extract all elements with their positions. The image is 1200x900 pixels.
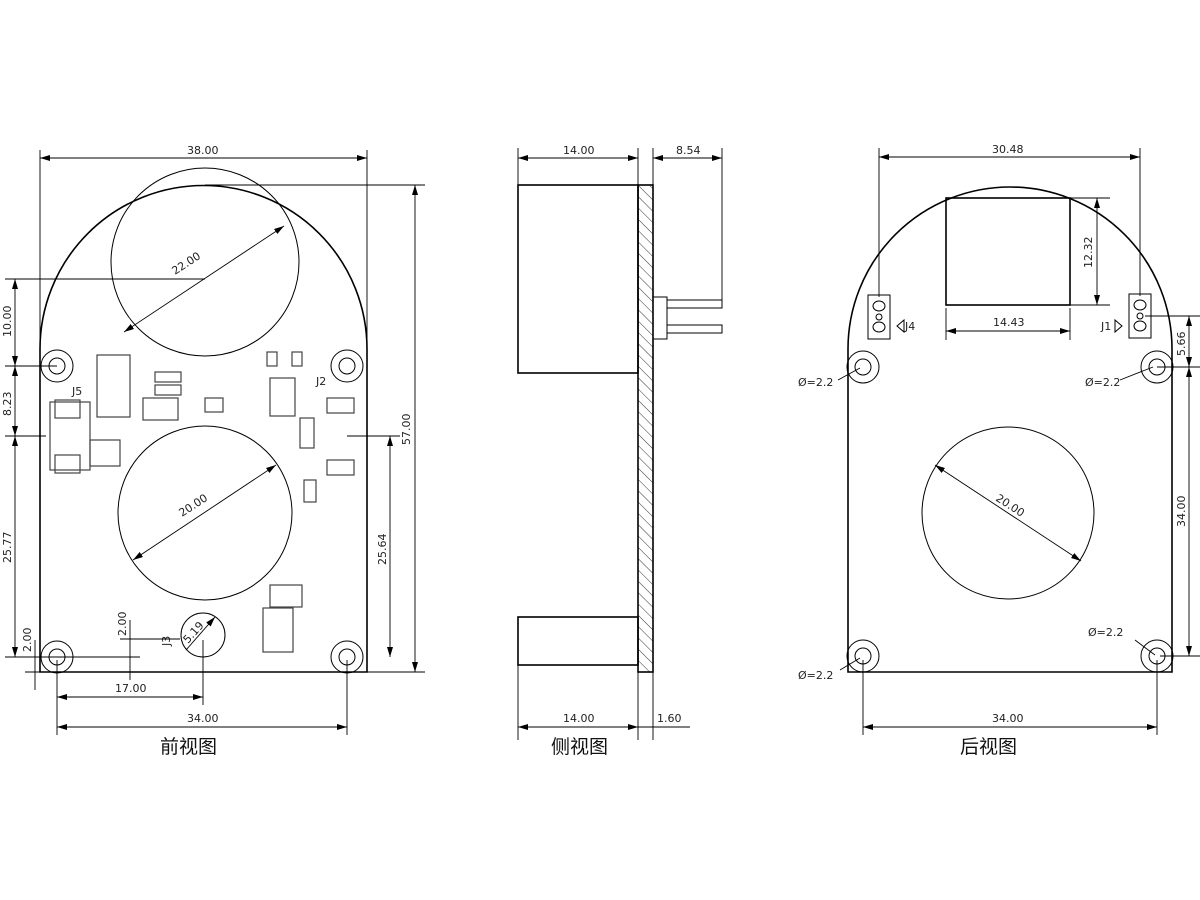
pcb-components — [49, 351, 355, 653]
dim-17: 17.00 — [115, 682, 147, 695]
label-j1: J1 — [1100, 320, 1111, 333]
side-board — [637, 184, 654, 673]
dim-side-bottom: 14.00 — [563, 712, 595, 725]
dim-dia22: 22.00 — [170, 249, 203, 277]
dim-back-top: 30.48 — [992, 143, 1024, 156]
front-view: J5 J2 J3 38.00 34.00 17.00 57.00 25.64 1… — [1, 144, 425, 758]
back-dimensions — [837, 148, 1200, 735]
dim-width: 38.00 — [187, 144, 219, 157]
label-j2: J2 — [315, 375, 326, 388]
hole-br-label: Ø=2.2 — [1088, 626, 1123, 639]
back-view-caption: 后视图 — [960, 736, 1017, 758]
label-j4: J4 — [904, 320, 915, 333]
dim-dia20: 20.00 — [177, 491, 210, 519]
dim-2b: 2.00 — [116, 612, 129, 637]
dim-566: 5.66 — [1175, 332, 1188, 357]
side-view: 14.00 8.54 14.00 1.60 侧视图 — [517, 144, 723, 758]
front-board-outline — [39, 184, 368, 673]
dim-2577: 25.77 — [1, 532, 14, 564]
label-j5: J5 — [71, 385, 82, 398]
back-view: J4 J1 30.48 12.32 14.43 5.66 34.00 34.00… — [798, 143, 1200, 758]
dim-back-dia20: 20.00 — [993, 492, 1026, 520]
side-pins — [652, 296, 723, 340]
dim-57: 57.00 — [400, 414, 413, 446]
dim-823: 8.23 — [1, 392, 14, 417]
back-hole-20 — [921, 426, 1095, 600]
connector-j4 — [867, 294, 905, 340]
side-dimensions — [517, 148, 723, 740]
dim-back-34: 34.00 — [992, 712, 1024, 725]
front-view-caption: 前视图 — [160, 736, 217, 758]
back-board-outline — [847, 186, 1173, 673]
dim-hole-span: 34.00 — [187, 712, 219, 725]
side-view-caption: 侧视图 — [551, 736, 608, 758]
dim-back-34-vertical: 34.00 — [1175, 496, 1188, 528]
dim-rect-width: 14.43 — [993, 316, 1025, 329]
dim-rect-height: 12.32 — [1082, 237, 1095, 269]
label-j3: J3 — [160, 636, 173, 647]
side-top-block — [517, 184, 639, 374]
hole-20 — [117, 425, 293, 601]
dim-2564: 25.64 — [376, 534, 389, 566]
back-rect-component — [945, 197, 1071, 306]
hole-22 — [110, 167, 300, 357]
side-bottom-block — [517, 616, 639, 666]
dim-side-top: 14.00 — [563, 144, 595, 157]
hole-tl-label: Ø=2.2 — [798, 376, 833, 389]
dim-side-thickness: 1.60 — [657, 712, 682, 725]
hole-tr-label: Ø=2.2 — [1085, 376, 1120, 389]
dim-side-pins: 8.54 — [676, 144, 701, 157]
front-dimensions — [5, 150, 425, 735]
hole-bl-label: Ø=2.2 — [798, 669, 833, 682]
dim-10: 10.00 — [1, 306, 14, 338]
dim-2a: 2.00 — [21, 628, 34, 653]
